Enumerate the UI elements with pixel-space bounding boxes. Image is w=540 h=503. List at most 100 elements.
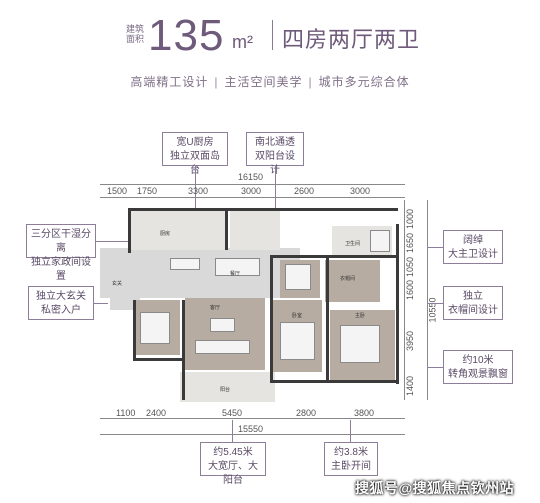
bathtub — [370, 230, 390, 252]
dim-right-1: 1000 — [405, 208, 416, 230]
callout-kitchen-leader — [195, 166, 196, 210]
room-label-cloak: 衣帽间 — [340, 276, 356, 282]
dim-top-seg-line — [100, 197, 405, 198]
callout-bay-window-leader — [428, 367, 443, 368]
wall-master — [326, 255, 329, 380]
room-label-kitchen: 厨房 — [160, 231, 171, 237]
dim-top-seg-6: 3000 — [350, 186, 371, 196]
callout-master-bath-leader — [428, 247, 443, 248]
callout-master-bath-line2: 大主卫设计 — [448, 249, 498, 260]
wall-top — [128, 208, 398, 211]
callout-bay-window: 约10米 转角观景飘窗 — [443, 350, 513, 384]
callout-kitchen: 宽U厨房 独立双面岛台 — [162, 132, 228, 176]
dining-table — [215, 258, 260, 276]
dim-right-2: 1650 — [405, 232, 416, 254]
dim-top-seg-4: 3000 — [241, 186, 262, 196]
area-unit: m² — [232, 32, 253, 52]
room-label-living: 客厅 — [210, 305, 221, 311]
dim-right-line-inner — [404, 200, 405, 400]
callout-entry-leader — [94, 303, 108, 304]
callout-entry: 独立大玄关 私密入户 — [28, 286, 94, 320]
dim-top-seg-2: 1750 — [137, 186, 158, 196]
dim-right-total: 10550 — [427, 297, 438, 323]
room-label-dining: 餐厅 — [230, 271, 241, 277]
area-label-line2: 面积 — [125, 34, 144, 44]
dim-bottom-seg-1: 1100 — [116, 408, 136, 418]
dim-bottom-seg-4: 2800 — [296, 408, 317, 418]
callout-bedroom-leader — [350, 420, 351, 442]
dim-bottom-seg-2: 2400 — [146, 408, 167, 418]
wall-corridor — [272, 255, 396, 258]
dim-right-4: 1600 — [405, 279, 416, 301]
callout-entry-line1: 独立大玄关 — [36, 291, 86, 302]
wall-mid — [270, 255, 273, 380]
tagline-part-2: 主活空间美学 — [224, 75, 303, 89]
wall-bottom-left — [133, 358, 183, 361]
callout-wet-dry-leader — [96, 241, 132, 242]
tagline-separator: | — [308, 75, 313, 89]
room-label-bath: 卫生间 — [345, 241, 361, 247]
kitchen-island — [170, 258, 200, 270]
cloak-floor — [325, 260, 380, 302]
callout-cloakroom: 独立 衣帽间设计 — [443, 286, 503, 320]
wall-kitchen — [225, 208, 228, 250]
callout-bay-window-line2: 转角观景飘窗 — [448, 369, 508, 380]
sofa — [195, 340, 250, 354]
callout-wet-dry-line1: 三分区干湿分离 — [31, 229, 91, 254]
bed-top — [285, 264, 311, 290]
wall-left-lower — [133, 300, 136, 360]
callout-wet-dry: 三分区干湿分离 独立家政间设置 — [26, 224, 96, 282]
bed-left — [140, 312, 170, 344]
header-divider — [272, 20, 273, 50]
callout-bedroom-line2: 主卧开间 — [331, 461, 371, 472]
callout-master-bath: 阔绰 大主卫设计 — [443, 230, 503, 264]
living-floor — [185, 298, 265, 370]
callout-bedroom: 约3.8米 主卧开间 — [324, 442, 378, 476]
callout-living: 约5.45米 大宽厅、大阳台 — [200, 442, 266, 486]
dim-right-6: 1400 — [405, 375, 416, 397]
dim-top-total-line — [100, 184, 405, 185]
callout-cloakroom-leader — [428, 303, 443, 304]
dim-right-3: 1050 — [405, 256, 416, 278]
area-label-line1: 建筑 — [125, 24, 144, 34]
callout-cloakroom-line2: 衣帽间设计 — [448, 305, 498, 316]
area-value: 135 — [148, 11, 225, 60]
room-label-entrance: 玄关 — [112, 281, 123, 287]
bed-master — [340, 325, 380, 363]
wall-bottom-right — [270, 380, 398, 383]
tagline-part-3: 城市多元综合体 — [318, 75, 410, 89]
dim-bottom-seg-line — [100, 418, 405, 419]
balcony-south-floor — [180, 372, 275, 402]
callout-entry-line2: 私密入户 — [41, 305, 81, 316]
coffee-table — [210, 318, 235, 332]
tagline-part-1: 高端精工设计 — [130, 75, 209, 89]
tagline: 高端精工设计 | 主活空间美学 | 城市多元综合体 — [0, 73, 540, 90]
room-label-balcony: 阳台 — [220, 387, 231, 393]
callout-master-bath-line1: 阔绰 — [463, 235, 483, 246]
balcony-north-floor — [230, 210, 280, 250]
dim-bottom-seg-5: 3800 — [354, 408, 375, 418]
dim-bottom-total-line — [100, 434, 405, 435]
kitchen-floor — [130, 210, 225, 250]
wall-right — [396, 224, 399, 384]
callout-living-leader — [232, 420, 233, 442]
wall-left — [128, 208, 131, 253]
room-label-master: 主卧 — [355, 313, 366, 319]
callout-balcony-leader — [275, 166, 276, 210]
callout-bay-window-line1: 约10米 — [462, 355, 494, 366]
watermark: 搜狐号@搜狐焦点钦州站 — [355, 480, 515, 496]
room-label-bedroom: 卧室 — [292, 313, 303, 319]
dim-top-seg-5: 2600 — [294, 186, 315, 196]
callout-bedroom-line1: 约3.8米 — [334, 447, 368, 458]
area-label: 建筑 面积 — [120, 24, 144, 44]
callout-kitchen-line1: 宽U厨房 — [176, 137, 214, 148]
dim-top-total: 16150 — [238, 172, 264, 182]
dim-top-seg-3: 3300 — [188, 186, 209, 196]
dim-right-5: 3950 — [405, 330, 416, 352]
dim-right-line-outer — [427, 200, 428, 400]
wall-living-left — [182, 300, 185, 400]
tagline-separator: | — [214, 75, 219, 89]
callout-living-line1: 约5.45米 — [213, 447, 253, 458]
dim-bottom-seg-3: 5450 — [222, 408, 243, 418]
floor-plan: 厨房 餐厅 客厅 阳台 主卧 卧室 卫生间 衣帽间 玄关 — [100, 200, 405, 405]
